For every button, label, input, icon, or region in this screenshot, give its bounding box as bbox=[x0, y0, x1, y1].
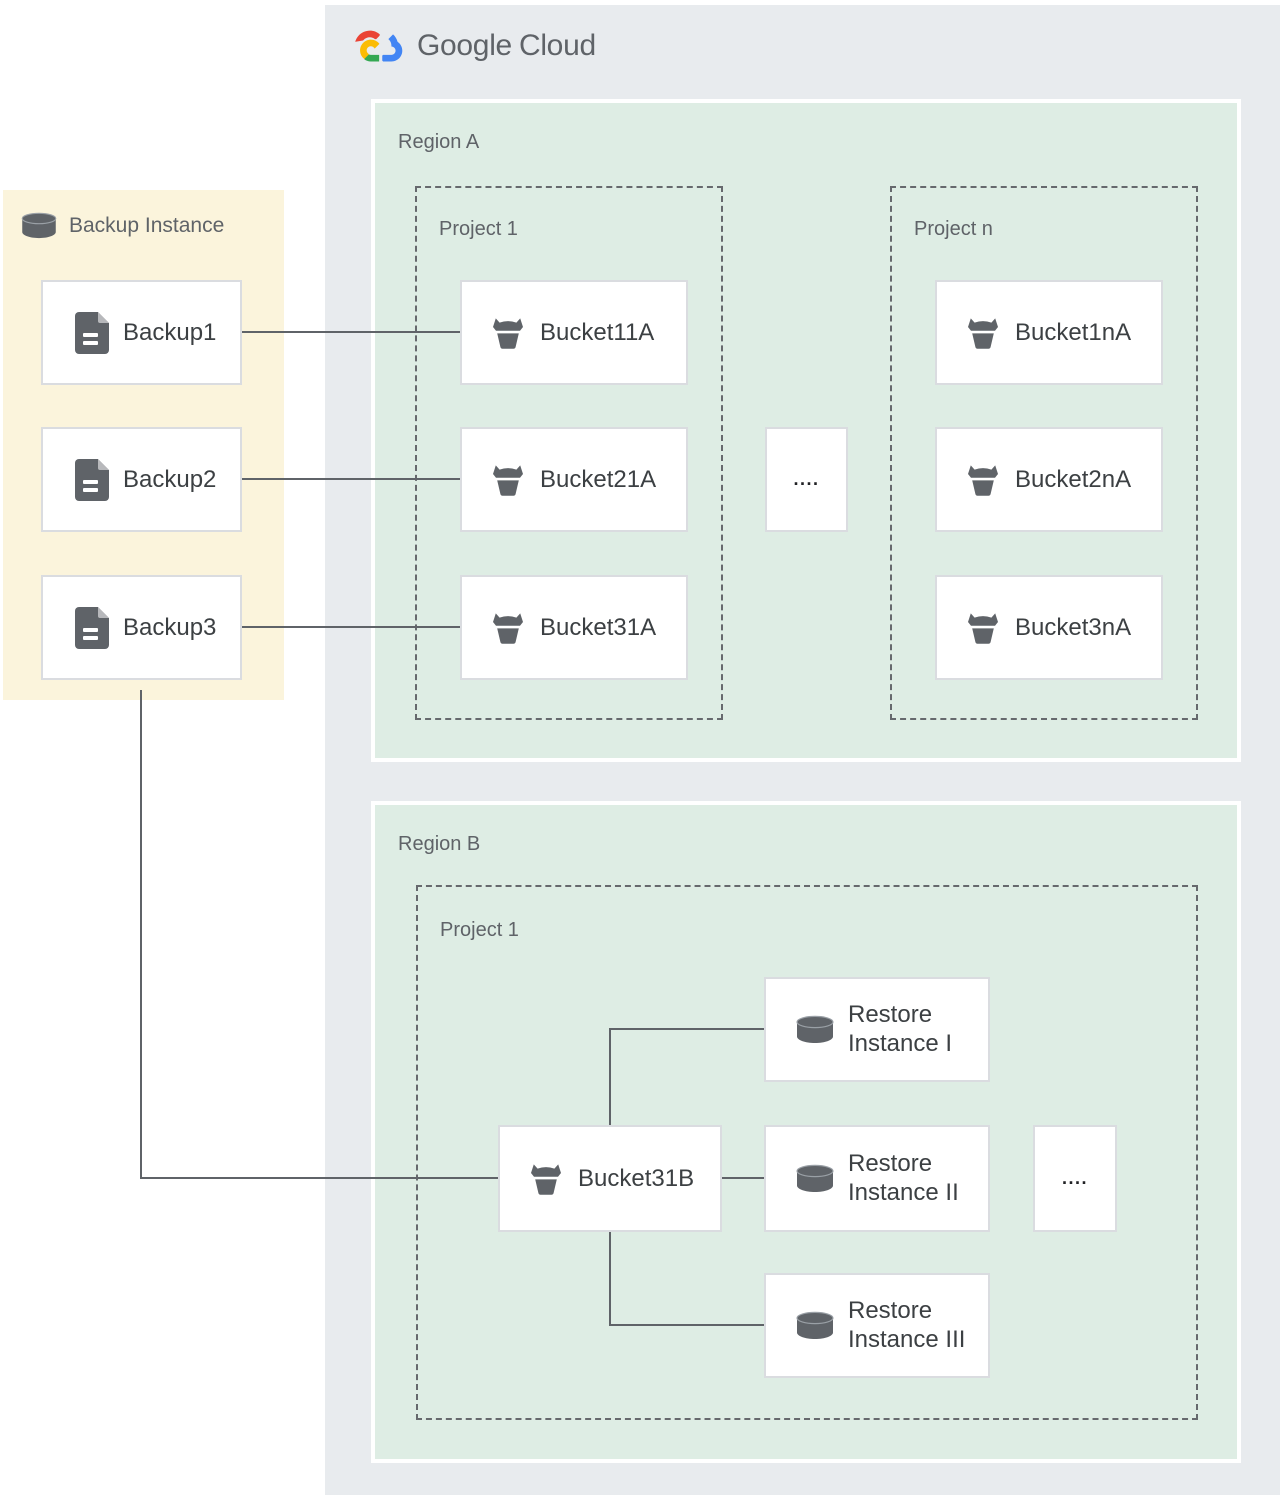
connector-backup3-bucket31a bbox=[240, 626, 460, 628]
connector-bucket31b-down bbox=[609, 1232, 611, 1326]
restore-label-line2: Instance I bbox=[848, 1029, 953, 1057]
bucket31b-node: Bucket31B bbox=[498, 1125, 722, 1232]
restore-label-line1: Restore bbox=[848, 1297, 933, 1325]
connector-bucket31b-up bbox=[609, 1028, 611, 1125]
bucket-icon bbox=[968, 613, 998, 644]
database-icon bbox=[796, 1311, 834, 1339]
bucket-icon bbox=[531, 1164, 561, 1195]
bucket-label: Bucket2nA bbox=[1015, 465, 1132, 493]
restore-label-line1: Restore bbox=[848, 1150, 933, 1178]
bucket-label: Bucket21A bbox=[540, 465, 657, 493]
more-restores-node: .... bbox=[1033, 1125, 1117, 1232]
backup-label: Backup1 bbox=[123, 318, 217, 346]
connector-backup3-down bbox=[140, 690, 142, 1179]
document-icon bbox=[75, 606, 109, 649]
ellipsis-label: .... bbox=[793, 469, 820, 489]
connector-backup1-bucket11a bbox=[240, 331, 460, 333]
region-a-title: Region A bbox=[398, 131, 480, 153]
restore-label-line1: Restore bbox=[848, 1001, 933, 1029]
backup-instance-panel: Backup Instance Backup1 Backup2 bbox=[3, 190, 284, 700]
backup2-node: Backup2 bbox=[41, 427, 242, 532]
brand-google: Google bbox=[417, 28, 512, 62]
database-icon bbox=[796, 1164, 834, 1192]
region-a: Region A Project 1 Bucket11A Bucket21A bbox=[371, 99, 1241, 762]
bucket-icon bbox=[493, 613, 523, 644]
restore-label-line2: Instance III bbox=[848, 1325, 966, 1353]
bucket-icon bbox=[493, 318, 523, 349]
bucket-label: Bucket31B bbox=[578, 1164, 695, 1192]
connector-backup3-bucket31b bbox=[140, 1177, 498, 1179]
project-1-region-b-title: Project 1 bbox=[440, 919, 519, 941]
ellipsis-label: .... bbox=[1061, 1168, 1088, 1188]
bucket-label: Bucket11A bbox=[540, 318, 655, 346]
bucket1na-node: Bucket1nA bbox=[935, 280, 1163, 385]
project-n-region-a-title: Project n bbox=[914, 218, 993, 240]
backup-panel-header: Backup Instance bbox=[20, 212, 224, 239]
backup-panel-title: Backup Instance bbox=[69, 213, 225, 237]
bucket2na-node: Bucket2nA bbox=[935, 427, 1163, 532]
bucket-icon bbox=[968, 465, 998, 496]
backup-label: Backup2 bbox=[123, 465, 217, 493]
database-icon bbox=[21, 212, 57, 239]
project-n-region-a: Project n Bucket1nA Bucket2nA bbox=[890, 186, 1198, 720]
brand-cloud: Cloud bbox=[518, 28, 596, 62]
bucket11a-node: Bucket11A bbox=[460, 280, 688, 385]
bucket-icon bbox=[968, 318, 998, 349]
bucket3na-node: Bucket3nA bbox=[935, 575, 1163, 680]
bucket-icon bbox=[493, 465, 523, 496]
backup-label: Backup3 bbox=[123, 613, 217, 641]
bucket-label: Bucket1nA bbox=[1015, 318, 1132, 346]
connector-backup2-bucket21a bbox=[240, 478, 460, 480]
connector-bucket31b-restore3 bbox=[609, 1324, 764, 1326]
project-1-region-a: Project 1 Bucket11A Bucket21A bbox=[415, 186, 723, 720]
document-icon bbox=[75, 311, 109, 354]
connector-bucket31b-restore1 bbox=[609, 1028, 764, 1030]
connector-bucket31b-restore2 bbox=[722, 1177, 764, 1179]
document-icon bbox=[75, 458, 109, 501]
google-cloud-icon bbox=[355, 30, 403, 62]
more-projects-node: .... bbox=[765, 427, 848, 532]
database-icon bbox=[796, 1015, 834, 1043]
region-b-title: Region B bbox=[398, 833, 481, 855]
bucket-label: Bucket31A bbox=[540, 613, 657, 641]
project-1-region-a-title: Project 1 bbox=[439, 218, 518, 240]
bucket31a-node: Bucket31A bbox=[460, 575, 688, 680]
bucket21a-node: Bucket21A bbox=[460, 427, 688, 532]
backup1-node: Backup1 bbox=[41, 280, 242, 385]
backup3-node: Backup3 bbox=[41, 575, 242, 680]
restore-label-line2: Instance II bbox=[848, 1178, 959, 1206]
bucket-label: Bucket3nA bbox=[1015, 613, 1132, 641]
